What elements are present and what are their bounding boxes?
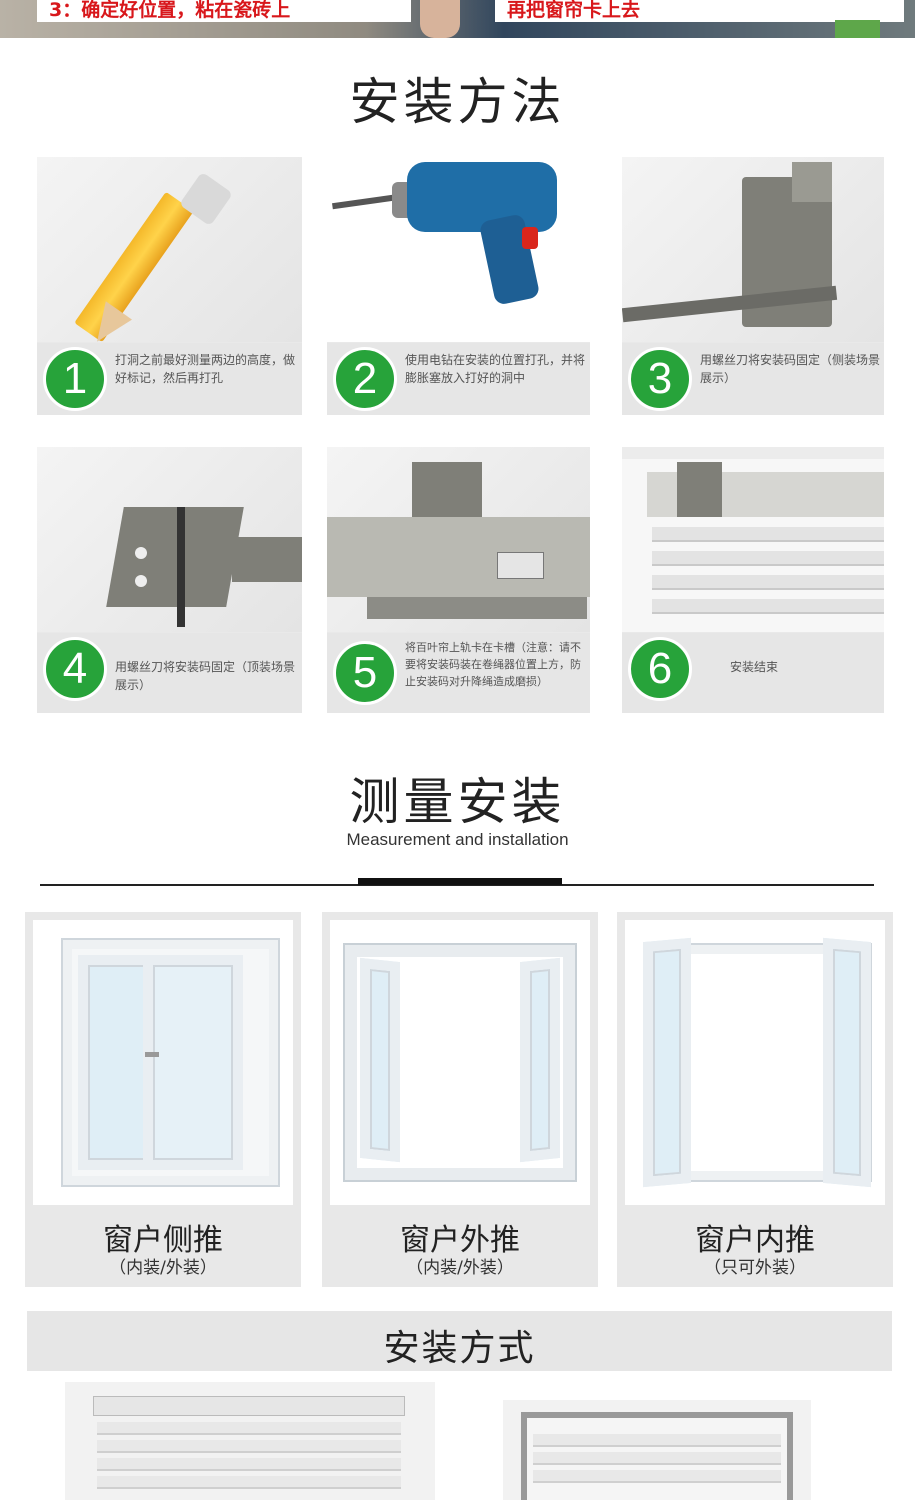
window-title: 窗户侧推	[103, 1223, 223, 1258]
blind-photo-inside-mount	[65, 1382, 435, 1500]
slat-icon	[97, 1476, 401, 1489]
window-card-inward: 窗户内推 （只可外装）	[617, 912, 893, 1287]
step-photo-pencil	[37, 157, 302, 351]
slat-icon	[533, 1452, 781, 1465]
step-number-badge: 3	[628, 347, 692, 411]
measurement-title: 测量安装	[349, 773, 566, 831]
window-subtitle: （只可外装）	[704, 1258, 806, 1278]
blind-photo-outside-mount	[503, 1400, 811, 1500]
step-footer: 5 将百叶帘上轨卡在卡槽（注意：请不要将安装码装在卷绳器位置上方，防止安装码对升…	[327, 633, 590, 713]
window-title: 窗户内推	[695, 1223, 815, 1258]
screw-hole-icon	[135, 547, 147, 559]
install-style-band: 安装方式	[27, 1311, 892, 1371]
step-footer: 1 打洞之前最好测量两边的高度，做好标记，然后再打孔	[37, 343, 302, 415]
screwdriver-icon	[177, 507, 185, 627]
step-description: 打洞之前最好测量两边的高度，做好标记，然后再打孔	[115, 353, 296, 385]
step-description: 用螺丝刀将安装码固定（顶装场景展示）	[115, 660, 296, 692]
window-card-outward: 窗户外推 （内装/外装）	[322, 912, 598, 1287]
slat-icon	[97, 1440, 401, 1453]
step-description: 安装结束	[730, 660, 779, 674]
step-footer: 4 用螺丝刀将安装码固定（顶装场景展示）	[37, 633, 302, 713]
drill-icon	[407, 162, 557, 232]
bracket-clip-icon	[792, 162, 832, 202]
window-title: 窗户外推	[400, 1223, 520, 1258]
bracket-icon	[412, 462, 482, 517]
window-photo-outward	[330, 920, 590, 1205]
window-sash-right-icon	[520, 957, 560, 1163]
section-divider-accent	[358, 878, 562, 885]
step-number-badge: 5	[333, 641, 397, 705]
window-card-sliding: 窗户侧推 （内装/外装）	[25, 912, 301, 1287]
slat-icon	[652, 551, 884, 566]
step-card-2: 2 使用电钻在安装的位置打孔，并将膨胀塞放入打好的洞中	[327, 157, 590, 415]
slat-icon	[97, 1458, 401, 1471]
top-banner: 3：确定好位置，粘在瓷砖上 再把窗帘卡上去	[0, 0, 915, 38]
step-footer: 2 使用电钻在安装的位置打孔，并将膨胀塞放入打好的洞中	[327, 343, 590, 415]
measurement-subtitle: Measurement and installation	[346, 830, 569, 849]
slat-icon	[652, 527, 884, 542]
drill-trigger-icon	[522, 227, 538, 249]
slat-icon	[652, 599, 884, 614]
bracket-clip-icon	[232, 537, 302, 582]
window-sash-left-icon	[643, 937, 691, 1188]
window-subtitle: （内装/外装）	[406, 1258, 514, 1278]
step-photo-top-bracket	[37, 447, 302, 632]
banner-caption-left: 3：确定好位置，粘在瓷砖上	[37, 0, 411, 22]
step-description: 使用电钻在安装的位置打孔，并将膨胀塞放入打好的洞中	[405, 353, 586, 385]
slat-icon	[652, 575, 884, 590]
window-photo-sliding	[33, 920, 293, 1205]
step-number-badge: 1	[43, 347, 107, 411]
step-card-1: 1 打洞之前最好测量两边的高度，做好标记，然后再打孔	[37, 157, 302, 415]
window-sash-left-icon	[360, 957, 400, 1163]
window-photo-inward	[625, 920, 885, 1205]
install-method-title: 安装方法	[349, 73, 566, 131]
step-number-badge: 2	[333, 347, 397, 411]
step-card-4: 4 用螺丝刀将安装码固定（顶装场景展示）	[37, 447, 302, 713]
slat-icon	[367, 597, 587, 619]
step-card-6: 6 安装结束	[622, 447, 884, 713]
window-subtitle: （内装/外装）	[109, 1258, 217, 1278]
step-photo-drill	[327, 157, 590, 342]
install-style-title: 安装方式	[383, 1328, 536, 1369]
step-footer: 3 用螺丝刀将安装码固定（侧装场景展示）	[622, 343, 884, 415]
cord-lock-icon	[497, 552, 544, 579]
step-description: 用螺丝刀将安装码固定（侧装场景展示）	[700, 353, 881, 385]
step-description: 将百叶帘上轨卡在卡槽（注意：请不要将安装码装在卷绳器位置上方，防止安装码对升降绳…	[405, 641, 581, 688]
window-sash-right-icon	[823, 937, 871, 1188]
banner-decoration	[835, 20, 880, 38]
screw-hole-icon	[135, 575, 147, 587]
step-footer: 6 安装结束	[622, 633, 884, 713]
slat-icon	[533, 1434, 781, 1447]
section-divider	[40, 884, 874, 886]
headrail-icon	[93, 1396, 405, 1416]
headrail-icon	[327, 517, 590, 597]
step-card-3: 3 用螺丝刀将安装码固定（侧装场景展示）	[622, 157, 884, 415]
ceiling	[622, 447, 884, 459]
step-number-badge: 6	[628, 637, 692, 701]
step-card-5: 5 将百叶帘上轨卡在卡槽（注意：请不要将安装码装在卷绳器位置上方，防止安装码对升…	[327, 447, 590, 713]
window-pane-icon	[143, 955, 243, 1170]
step-photo-finished	[622, 447, 884, 632]
bracket-icon	[106, 507, 244, 607]
step-photo-rail	[327, 447, 590, 632]
step-photo-side-bracket	[622, 157, 884, 342]
slat-icon	[533, 1470, 781, 1483]
window-handle-icon	[145, 1052, 159, 1057]
hand-image	[420, 0, 460, 38]
banner-caption-right: 再把窗帘卡上去	[495, 0, 904, 22]
slat-icon	[97, 1422, 401, 1435]
bracket-icon	[677, 462, 722, 517]
step-number-badge: 4	[43, 637, 107, 701]
